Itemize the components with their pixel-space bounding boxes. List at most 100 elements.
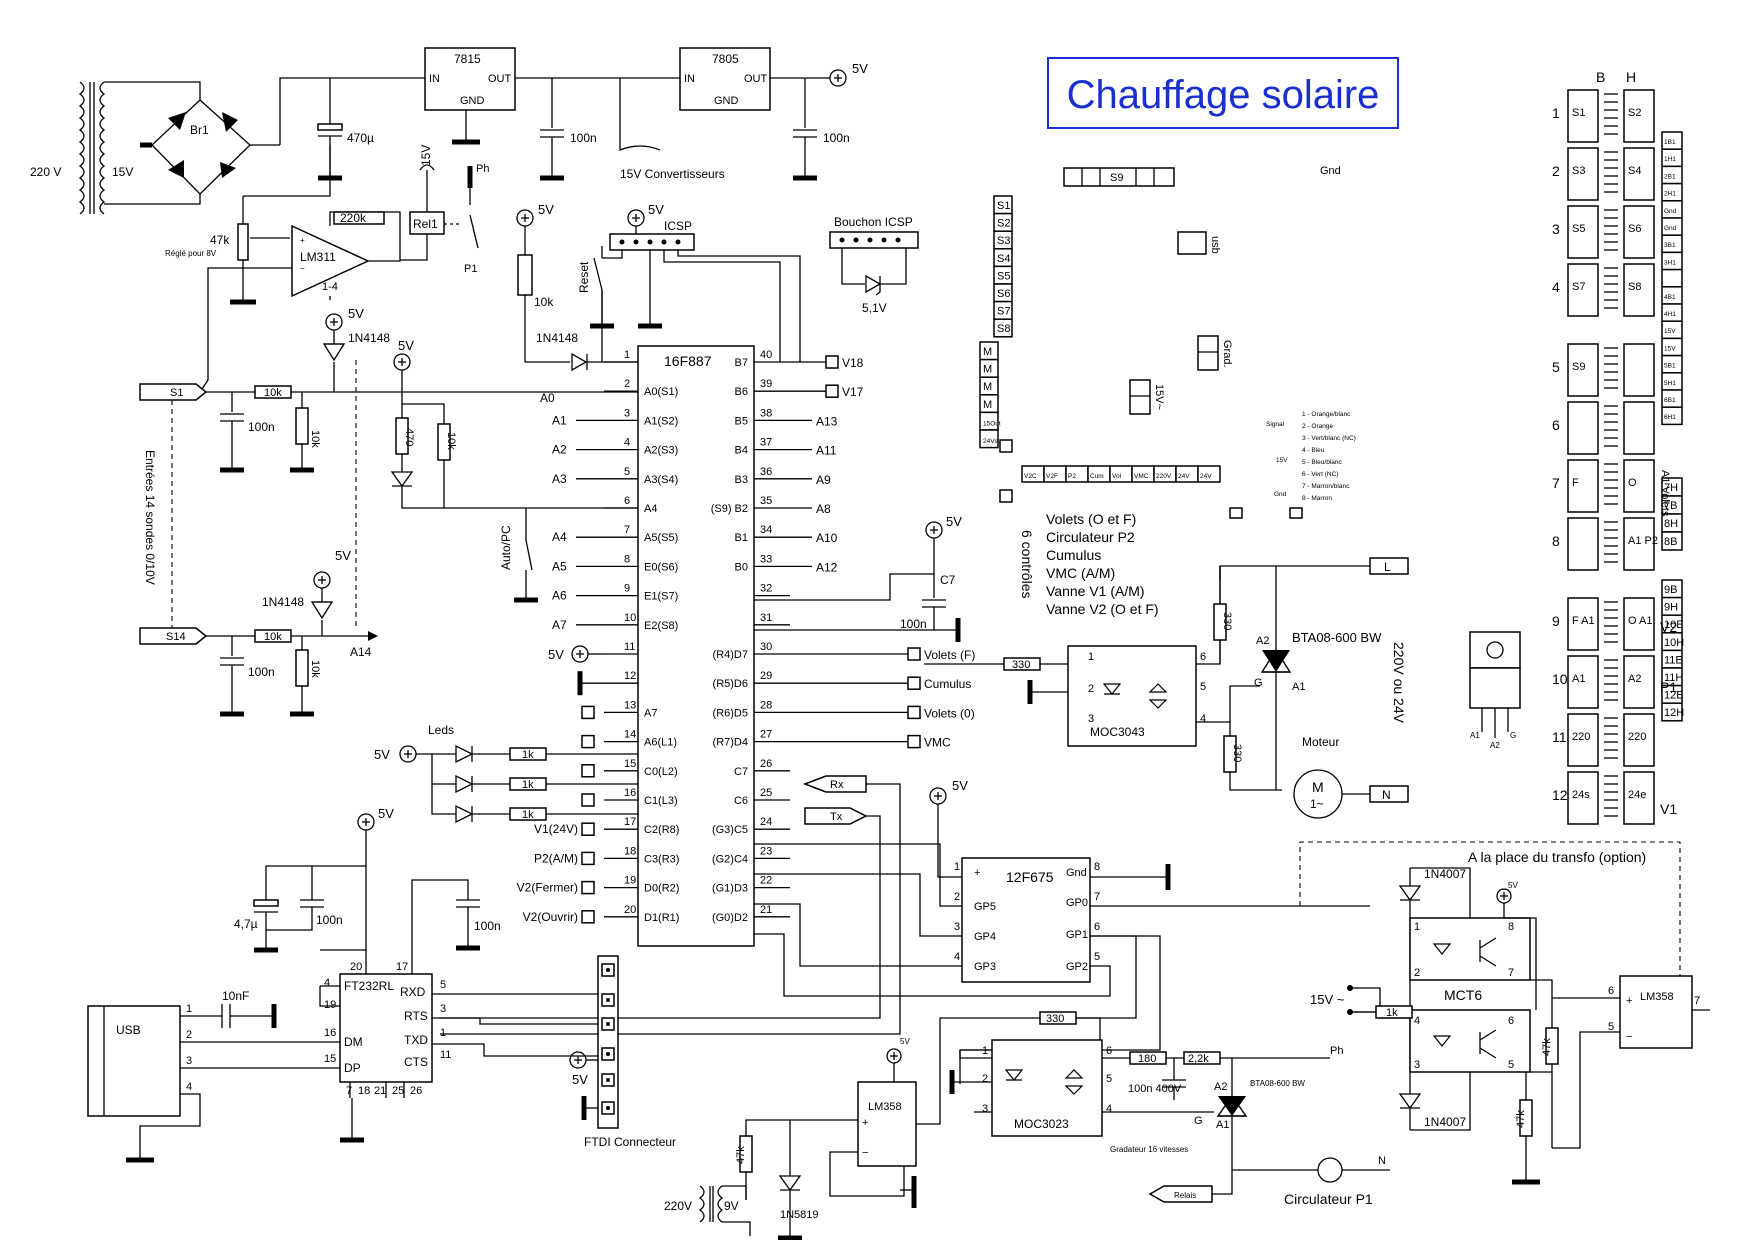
svg-text:5: 5 <box>1094 951 1100 963</box>
conn-right-9: O A1 <box>1628 615 1652 627</box>
tx-label: Tx <box>830 811 843 823</box>
conn-tag-b-2: 8H <box>1664 518 1678 530</box>
mcu-pin-label-17: C2(R8) <box>644 824 679 836</box>
pump-label: Circulateur P1 <box>1284 1191 1373 1207</box>
conn-tag-a-11: 15V <box>1664 328 1676 335</box>
svg-text:15: 15 <box>324 1053 336 1065</box>
control-item-6: Vanne V2 (O et F) <box>1046 601 1159 617</box>
ftdi-cap-100n: 100n <box>316 913 343 927</box>
leds-label: Leds <box>428 723 454 737</box>
dim-9v: 9V <box>724 1199 739 1213</box>
mcu-pin-30: 30 <box>760 641 772 653</box>
mcu-pins: 12A0(S1)3A1(S2)4A2(S3)5A3(S4)6A47A5(S5)8… <box>517 349 976 924</box>
conn-row-6: 6 <box>1552 417 1560 433</box>
conn-left-10: A1 <box>1572 673 1585 685</box>
svg-text:1: 1 <box>982 1045 988 1057</box>
conn-row-2: 2 <box>1552 163 1560 179</box>
board-m-5: 24Vs <box>983 438 999 445</box>
moc3043-section: 330 MOC3043 123 654 330 330 A2 A1 G BTA0… <box>924 557 1409 819</box>
ftdi-name: FT232RL <box>344 979 394 993</box>
dim-triac-label: BTA08-600 BW <box>1250 1079 1305 1088</box>
board-m-3: M <box>983 399 992 411</box>
legend-item-3: 3 - Vert/blanc (NC) <box>1302 435 1356 442</box>
svg-text:6: 6 <box>1508 1015 1514 1027</box>
mcu-pin-label-6: A4 <box>644 503 657 515</box>
conn-right-7: O <box>1628 477 1637 489</box>
board-m-0: M <box>983 346 992 358</box>
conn-left-5: S9 <box>1572 361 1585 373</box>
autopc-label: Auto/PC <box>499 525 513 570</box>
svg-text:7: 7 <box>1508 967 1514 979</box>
svg-text:8: 8 <box>1094 861 1100 873</box>
board-sensor-1: S2 <box>997 218 1010 230</box>
mcu-pin-label-23: (G2)C4 <box>712 853 748 865</box>
pic12-gp1: GP1 <box>1066 929 1088 941</box>
lm311-opamp <box>291 224 370 298</box>
power-supply-section: 220 V 15V Br1 470µ 7815 IN OUT GND <box>30 47 868 215</box>
mains-label: 220 V <box>30 165 61 179</box>
board-m-1: M <box>983 364 992 376</box>
pic-12f675: 5V 12F675 + GP5 GP4 GP3 Gnd GP0 GP1 GP2 … <box>754 778 1370 1084</box>
mcu-pin-29: 29 <box>760 670 772 682</box>
title-block: Chauffage solaire <box>1047 57 1399 129</box>
mcu-pin-4: 4 <box>624 437 630 449</box>
dim-n: N <box>1378 1155 1386 1167</box>
option-lm358: LM358 <box>1640 991 1674 1003</box>
conn-tag-a-3: 2H1 <box>1664 191 1676 198</box>
svg-text:2: 2 <box>1414 967 1420 979</box>
dim-r47k: 47k <box>735 1146 747 1164</box>
bridge-label: Br1 <box>190 123 209 137</box>
board-sensor-3: S4 <box>997 253 1010 265</box>
mcu-pin-24: 24 <box>760 816 772 828</box>
pic12-5v: 5V <box>952 778 968 793</box>
conn-row-5: 5 <box>1552 359 1560 375</box>
pic12-name: 12F675 <box>1006 869 1054 885</box>
triac1-a2: A2 <box>1256 635 1269 647</box>
dim-triac-a2: A2 <box>1214 1081 1227 1093</box>
moc3043-label: MOC3043 <box>1090 725 1145 739</box>
to220-package: A1 A2 G <box>1469 631 1521 750</box>
conn-row-3: 3 <box>1552 221 1560 237</box>
usb-connector <box>87 1005 181 1117</box>
option-d2: 1N4007 <box>1424 1115 1466 1129</box>
controls-list: 6 contrôles Volets (O et F) Circulateur … <box>1019 511 1159 617</box>
svg-text:20: 20 <box>350 961 362 973</box>
conn-right-1: S2 <box>1628 107 1641 119</box>
legend-item-4: 4 - Bleu <box>1302 447 1325 454</box>
ftdi-pin-25: 25 <box>392 1085 404 1097</box>
svg-text:5: 5 <box>1608 1021 1614 1033</box>
conn-tag-c-1: 9H <box>1664 602 1678 614</box>
mcu-right-io-2: Volets (0) <box>924 706 975 720</box>
dim-r22k: 2,2k <box>1188 1053 1209 1065</box>
ftdi-rts: RTS <box>404 1009 428 1023</box>
mcu-pin-2: 2 <box>624 378 630 390</box>
mcu-pin-label-13: A7 <box>644 707 657 719</box>
zener-label: 5,1V <box>862 301 887 315</box>
conn-left-11: 220 <box>1572 731 1590 743</box>
moc3023-label: MOC3023 <box>1014 1117 1069 1131</box>
mcu-pin-label-26: C7 <box>734 766 748 778</box>
bridge-rectifier: Br1 <box>104 81 280 205</box>
conn-right-12: 24e <box>1628 789 1646 801</box>
icsp-r10k: 10k <box>534 295 554 309</box>
mcu-pin-label-19: D0(R2) <box>644 883 679 895</box>
mcu-pin-label-4: A2(S3) <box>644 445 678 457</box>
board-sensor-0: S1 <box>997 200 1010 212</box>
svg-text:6: 6 <box>1106 1045 1112 1057</box>
mcu-pin-label-34: B1 <box>735 532 748 544</box>
control-item-3: Cumulus <box>1046 547 1101 563</box>
mcu-pin-15: 15 <box>624 758 636 770</box>
led-r3: 1k <box>522 809 534 821</box>
leds-5v: 5V <box>374 747 390 762</box>
mcu-pin-label-29: (R5)D6 <box>713 678 748 690</box>
dimmer-label: Gradateur 16 vitesses <box>1110 1145 1188 1154</box>
dim-ph: Ph <box>1330 1045 1343 1057</box>
conn-tag-c-0: 9B <box>1664 584 1677 596</box>
net-right-7: A12 <box>816 560 838 574</box>
mcu-pin-39: 39 <box>760 378 772 390</box>
conn-tag-a-1: 1H1 <box>1664 156 1676 163</box>
triac1-g: G <box>1254 677 1263 689</box>
conn-tag-c-7: 12H <box>1664 707 1684 719</box>
lm358-5v: 5V <box>900 1037 910 1046</box>
